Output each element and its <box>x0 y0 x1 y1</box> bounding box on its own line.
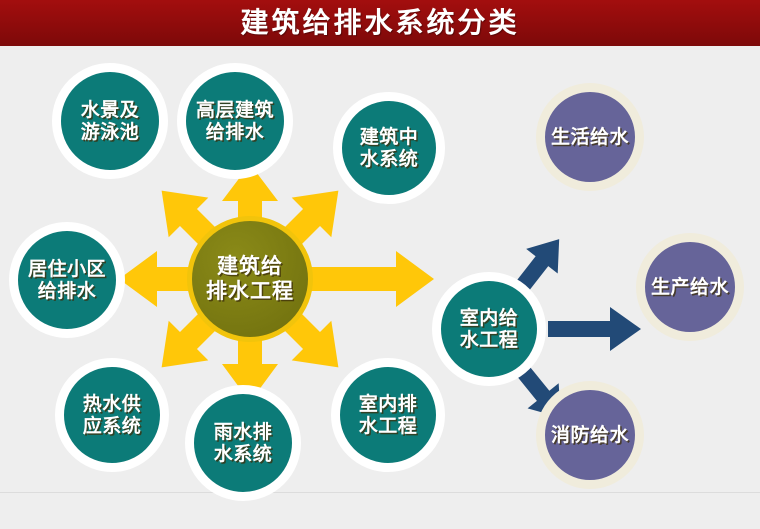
node-jianzhu-zhongshui-xitong[interactable]: 建筑中 水系统 <box>333 92 445 204</box>
divider-line <box>0 492 760 493</box>
node-label: 水景及 游泳池 <box>80 98 140 143</box>
node-shinei-geishui-gongcheng[interactable]: 室内给 水工程 <box>432 272 546 386</box>
node-label: 热水供 应系统 <box>82 392 142 437</box>
node-label: 室内排 水工程 <box>358 392 418 437</box>
node-shenghuo-geishui[interactable]: 生活给水 <box>536 83 644 191</box>
node-shinei-paishui-gongcheng[interactable]: 室内排 水工程 <box>331 358 445 472</box>
arrow-left <box>119 251 217 307</box>
node-reshui-gongying-xitong[interactable]: 热水供 应系统 <box>55 358 169 472</box>
node-label: 雨水排 水系统 <box>213 420 273 465</box>
diagram-area: 水景及 游泳池 高层建筑 给排水 建筑中 水系统 居住小区 给排水 热水供 应系… <box>0 46 760 529</box>
node-center-jianzhu-jipaishui-gongcheng[interactable]: 建筑给 排水工程 <box>187 216 313 342</box>
node-label: 生产给水 <box>650 275 729 298</box>
node-label: 室内给 水工程 <box>459 306 519 351</box>
arrow-down <box>222 312 278 402</box>
node-label: 居住小区 给排水 <box>27 257 106 302</box>
branch-arrow-shenghuo <box>514 239 560 294</box>
node-shengchan-geishui[interactable]: 生产给水 <box>636 233 744 341</box>
page-title: 建筑给排水系统分类 <box>240 6 520 39</box>
node-label: 消防给水 <box>550 423 629 446</box>
title-bar: 建筑给排水系统分类 <box>0 0 760 46</box>
node-xiaofang-geishui[interactable]: 消防给水 <box>536 381 644 489</box>
node-label: 建筑中 水系统 <box>359 125 419 170</box>
node-juzhu-xiaoqu-jipaishui[interactable]: 居住小区 给排水 <box>9 222 125 338</box>
node-yushui-paishui-xitong[interactable]: 雨水排 水系统 <box>185 385 301 501</box>
node-label: 建筑给 排水工程 <box>206 254 294 303</box>
arrow-right <box>283 251 434 307</box>
arrow-up <box>222 164 278 246</box>
node-label: 高层建筑 给排水 <box>195 98 274 143</box>
branch-arrow-shengchan <box>548 307 641 351</box>
node-shuijing-youyongchi[interactable]: 水景及 游泳池 <box>52 63 168 179</box>
node-gaoceng-jianzhu-jipaishui[interactable]: 高层建筑 给排水 <box>177 63 293 179</box>
node-label: 生活给水 <box>550 125 629 148</box>
